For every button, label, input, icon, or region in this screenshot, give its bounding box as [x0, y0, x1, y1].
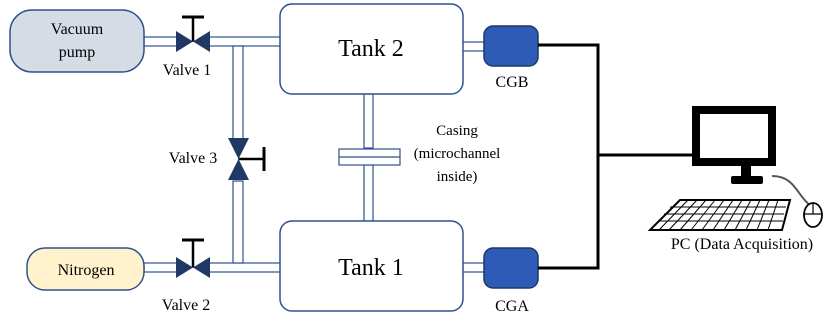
- casing-label-line3: inside): [437, 169, 478, 185]
- tank-1: [279, 220, 464, 312]
- pipe-vertical-upper: [232, 45, 244, 140]
- casing: [338, 148, 401, 166]
- casing-label-line1: Casing: [436, 123, 478, 139]
- keyboard-icon: [647, 199, 792, 231]
- valve-3-label: Valve 3: [169, 150, 217, 167]
- pipe-casing-to-tank1: [363, 164, 374, 222]
- pipe-vacuum-to-valve1: [143, 36, 179, 47]
- pipe-nitrogen-to-valve2: [143, 262, 179, 273]
- mouse-icon: [803, 202, 823, 228]
- pipe-tank2-to-casing: [363, 93, 374, 149]
- pipe-vertical-lower: [232, 180, 244, 264]
- pc-label: PC (Data Acquisition): [671, 236, 813, 253]
- cga-label: CGA: [495, 298, 529, 315]
- valve-1-icon: [176, 15, 210, 52]
- tank-1-label: Tank 1: [338, 255, 404, 281]
- cgb-sensor: [483, 25, 539, 67]
- valve-2-icon: [176, 238, 210, 278]
- wire-cga-to-pc: [538, 155, 600, 270]
- casing-label-line2: (microchannel: [414, 146, 501, 162]
- tank-2: [279, 3, 464, 95]
- pipe-tank1-to-cga: [461, 262, 487, 273]
- nitrogen-source: [26, 247, 145, 291]
- pipe-tank2-to-cgb: [461, 41, 487, 52]
- vacuum-pump-label-line2: pump: [59, 44, 95, 61]
- wire-cgb-to-pc: [538, 43, 692, 157]
- tank-2-label: Tank 2: [338, 36, 404, 62]
- pc-icon: [647, 106, 823, 231]
- cga-sensor: [483, 247, 539, 289]
- pipe-valve2-to-tank1: [207, 262, 283, 273]
- vacuum-pump-label-line1: Vacuum: [51, 21, 104, 38]
- nitrogen-label: Nitrogen: [58, 262, 115, 279]
- valve-3-icon: [228, 138, 266, 180]
- pipe-valve1-to-tank2: [207, 36, 283, 47]
- signal-wires: [538, 43, 692, 270]
- valve-2-label: Valve 2: [162, 297, 210, 314]
- vacuum-pump: [9, 9, 145, 73]
- cgb-label: CGB: [496, 74, 529, 91]
- valve-1-label: Valve 1: [163, 62, 211, 79]
